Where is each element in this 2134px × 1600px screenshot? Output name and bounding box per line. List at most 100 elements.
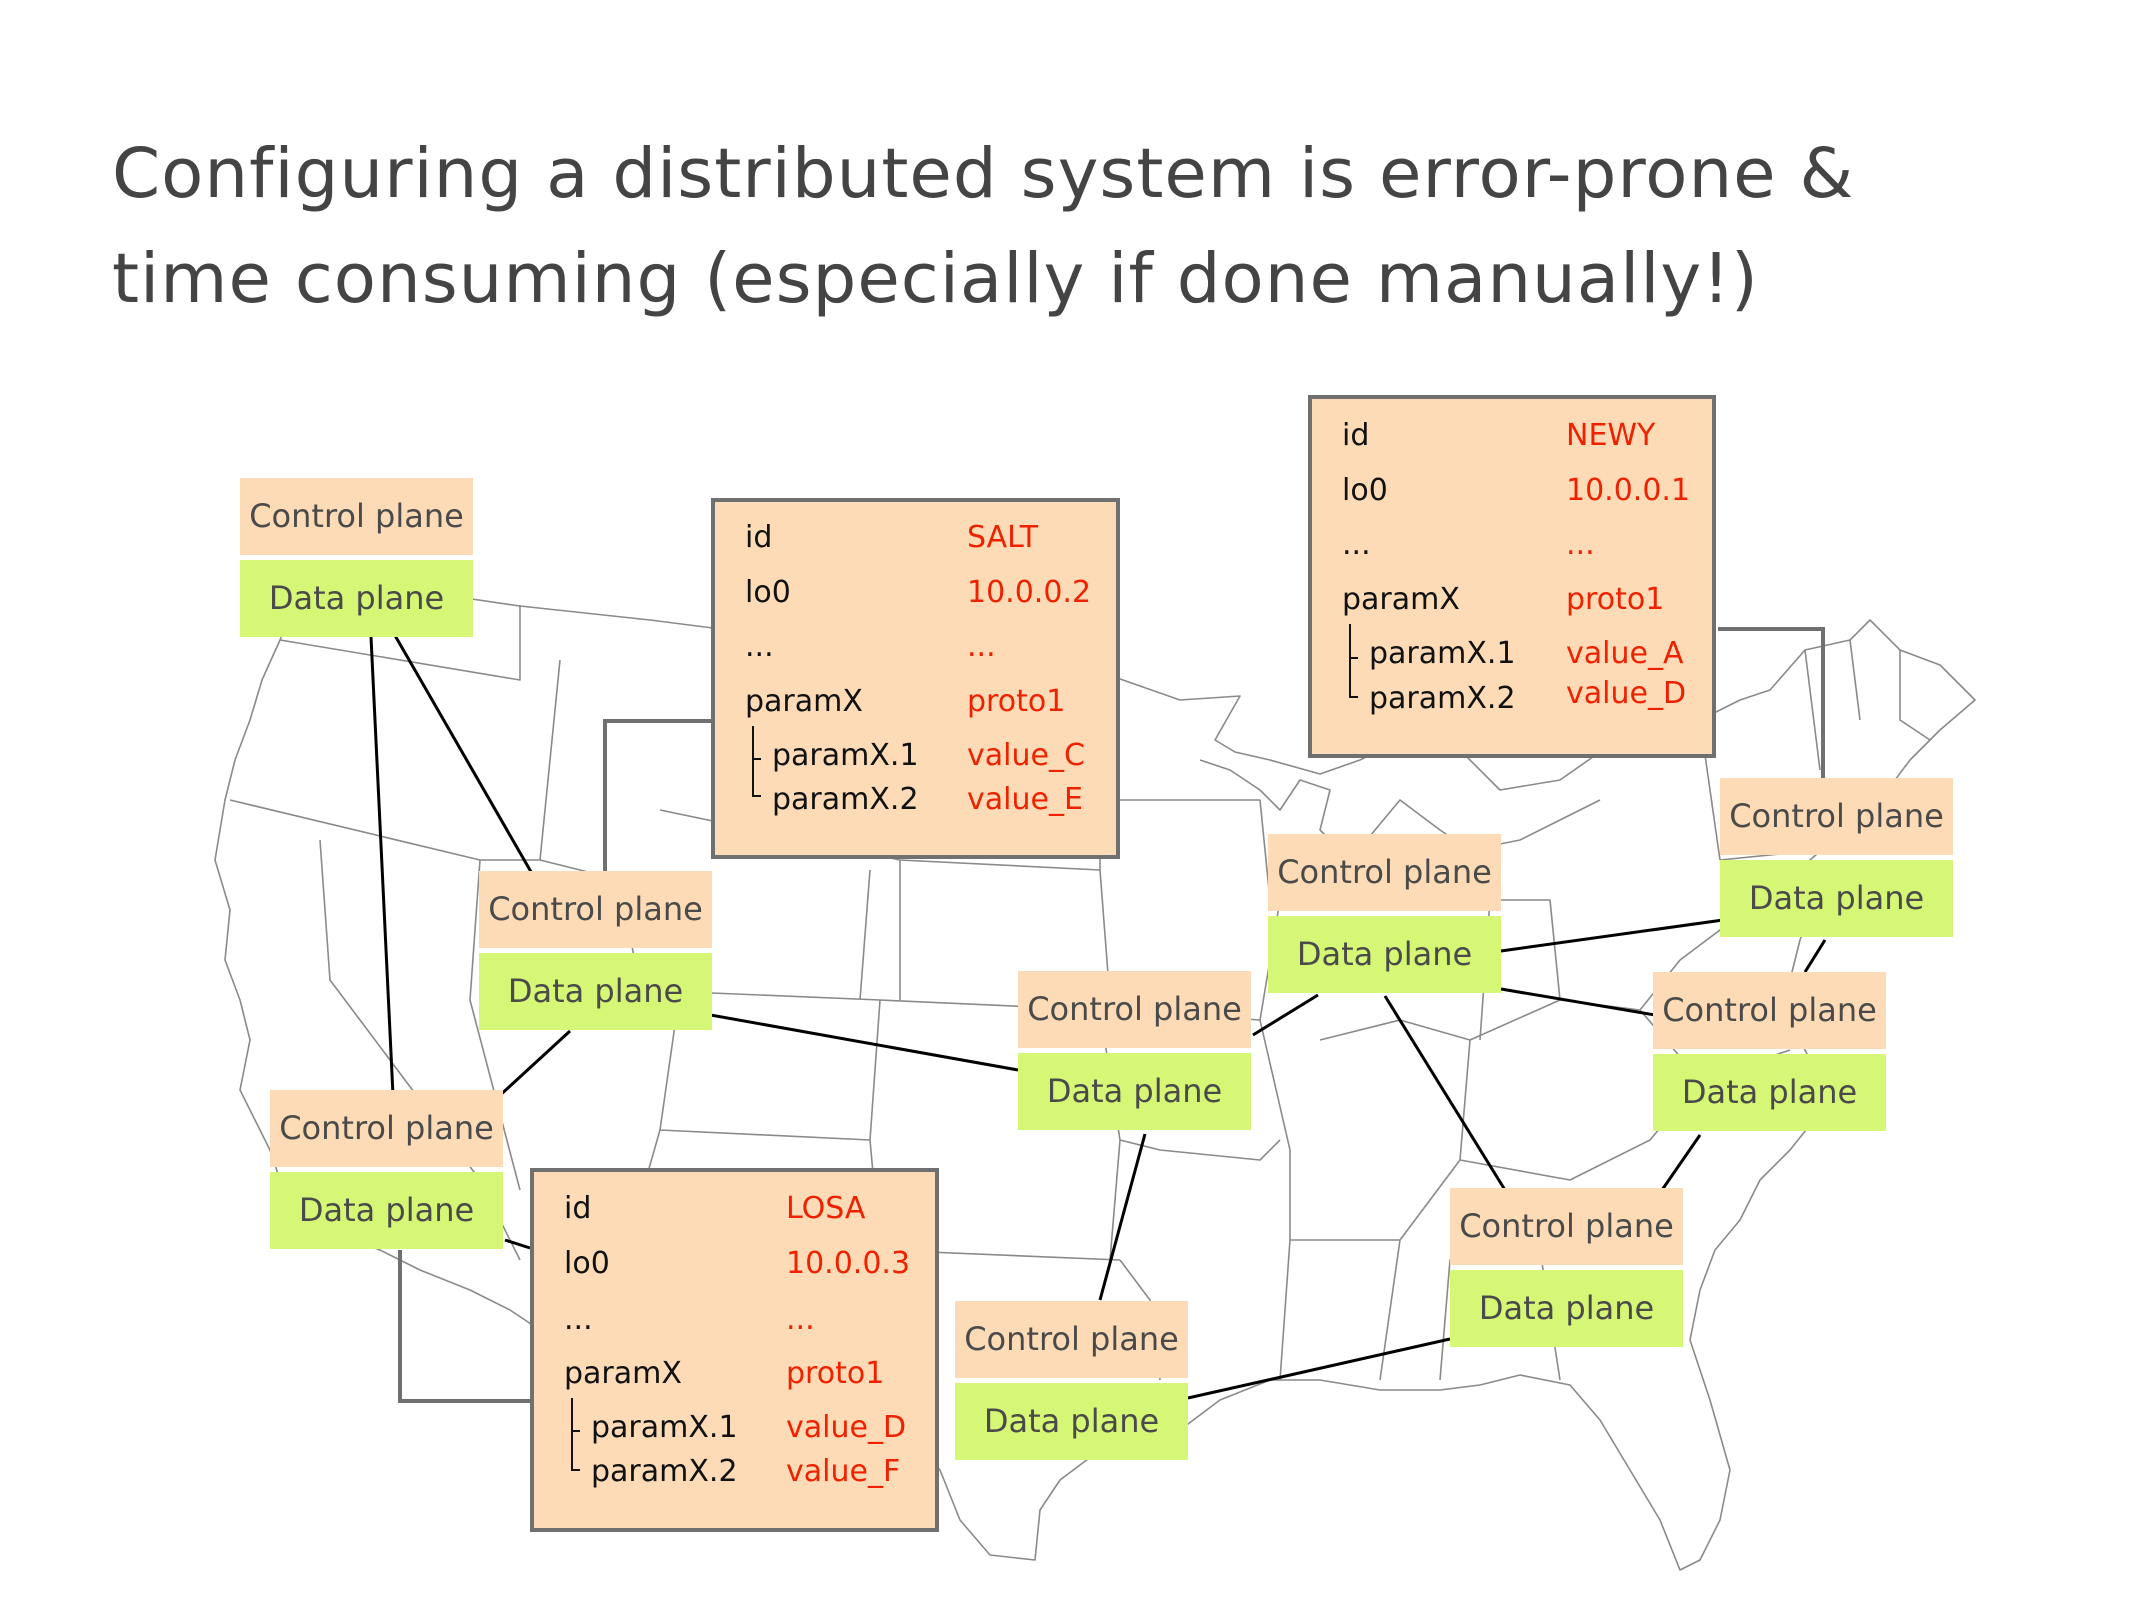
network-links [369, 631, 1827, 1400]
control-plane-box: Control plane [240, 478, 473, 555]
router-node-seattle: Control plane Data plane [240, 478, 473, 637]
link-washington-atlanta [1660, 1134, 1702, 1191]
control-plane-box: Control plane [1653, 972, 1886, 1049]
config-value: proto1 [1566, 582, 1665, 617]
config-tree-tick [1349, 696, 1358, 698]
config-key: paramX.2 [591, 1454, 738, 1489]
config-row-paramx-1: paramX.1 value_C [715, 736, 1116, 776]
config-box-salt: id SALT lo0 10.0.0.2 ... ... paramX prot… [711, 498, 1120, 859]
config-key: ... [745, 629, 774, 664]
router-node-kansas-city: Control plane Data plane [1018, 971, 1251, 1130]
config-value: value_E [967, 782, 1083, 817]
control-plane-box: Control plane [1018, 971, 1251, 1048]
link-salt-sunnyvale [495, 1029, 572, 1100]
control-plane-box: Control plane [270, 1090, 503, 1167]
config-connectors [398, 627, 1825, 1403]
newy-config-connector [1718, 627, 1825, 780]
router-node-atlanta: Control plane Data plane [1450, 1188, 1683, 1347]
config-key: id [745, 520, 773, 555]
config-box-losa: id LOSA lo0 10.0.0.3 ... ... paramX prot… [530, 1168, 939, 1532]
config-key: paramX.1 [772, 738, 919, 773]
slide-title-line-2: time consuming (especially if done manua… [112, 239, 1759, 319]
config-key: id [564, 1191, 592, 1226]
data-plane-box: Data plane [1720, 860, 1953, 937]
link-seattle-losa [369, 636, 395, 1096]
config-value: value_A [1566, 636, 1684, 671]
config-key: paramX [745, 684, 863, 719]
map-us-border [214, 579, 1976, 1571]
link-kansas-chicago [1252, 993, 1319, 1037]
map-northeast-lines [1699, 639, 1931, 861]
link-salt-kansas [704, 1012, 1019, 1072]
config-row-paramx-1: paramX.1 value_A [1312, 634, 1712, 674]
config-value: ... [786, 1302, 815, 1337]
config-row-paramx: paramX proto1 [1312, 580, 1712, 620]
router-node-houston: Control plane Data plane [955, 1301, 1188, 1460]
config-value: proto1 [967, 684, 1066, 719]
data-plane-box: Data plane [1450, 1270, 1683, 1347]
router-node-salt: Control plane Data plane [479, 871, 712, 1030]
config-row-paramx-1: paramX.1 value_D [534, 1408, 935, 1448]
config-row-ellipsis: ... ... [1312, 525, 1712, 565]
link-chicago-washington [1500, 987, 1656, 1017]
config-value: proto1 [786, 1356, 885, 1391]
slide-title-line-1: Configuring a distributed system is erro… [112, 134, 1855, 214]
control-plane-box: Control plane [1720, 778, 1953, 855]
config-value: value_C [967, 738, 1085, 773]
config-row-ellipsis: ... ... [715, 627, 1116, 667]
config-value: value_D [786, 1410, 907, 1445]
control-plane-box: Control plane [955, 1301, 1188, 1378]
config-key: lo0 [564, 1246, 610, 1281]
config-row-id: id LOSA [534, 1189, 935, 1229]
config-key: paramX.1 [1369, 636, 1516, 671]
config-row-lo0: lo0 10.0.0.2 [715, 573, 1116, 613]
router-node-washington: Control plane Data plane [1653, 972, 1886, 1131]
config-tree-tick [571, 1430, 580, 1432]
config-value: ... [967, 629, 996, 664]
config-tree-connector [571, 1398, 573, 1470]
link-newy-washington [1803, 939, 1827, 973]
config-value: 10.0.0.3 [786, 1246, 911, 1281]
config-key: paramX [564, 1356, 682, 1391]
link-chicago-newy [1500, 918, 1724, 953]
config-key: paramX.2 [772, 782, 919, 817]
control-plane-box: Control plane [1450, 1188, 1683, 1265]
config-row-paramx-2: paramX.2 value_D [1312, 674, 1712, 716]
config-value: value_D [1566, 676, 1687, 711]
config-value: NEWY [1566, 418, 1656, 453]
data-plane-box: Data plane [479, 953, 712, 1030]
control-plane-box: Control plane [479, 871, 712, 948]
config-key: paramX.2 [1369, 681, 1516, 716]
config-value: value_F [786, 1454, 901, 1489]
config-key: paramX [1342, 582, 1460, 617]
data-plane-box: Data plane [270, 1172, 503, 1249]
link-houston-atlanta [1187, 1337, 1451, 1400]
config-key: ... [564, 1302, 593, 1337]
config-value: ... [1566, 527, 1595, 562]
slide-title: Configuring a distributed system is erro… [112, 122, 2062, 332]
router-node-new-york: Control plane Data plane [1720, 778, 1953, 937]
config-row-paramx: paramX proto1 [715, 682, 1116, 722]
config-row-id: id SALT [715, 518, 1116, 558]
config-row-id: id NEWY [1312, 416, 1712, 456]
control-plane-box: Control plane [1268, 834, 1501, 911]
router-node-sunnyvale: Control plane Data plane [270, 1090, 503, 1249]
config-tree-tick [752, 758, 761, 760]
config-row-lo0: lo0 10.0.0.1 [1312, 471, 1712, 511]
config-key: ... [1342, 527, 1371, 562]
config-tree-tick [571, 1469, 580, 1471]
link-sunnyvale-losa [504, 1238, 531, 1250]
config-box-newy: id NEWY lo0 10.0.0.1 ... ... paramX prot… [1308, 395, 1716, 758]
config-value: 10.0.0.2 [967, 575, 1092, 610]
link-chicago-atlanta [1383, 995, 1507, 1191]
config-key: lo0 [745, 575, 791, 610]
data-plane-box: Data plane [1268, 916, 1501, 993]
data-plane-box: Data plane [1653, 1054, 1886, 1131]
config-tree-connector [752, 726, 754, 796]
config-tree-connector [1349, 624, 1351, 697]
data-plane-box: Data plane [1018, 1053, 1251, 1130]
link-seattle-salt [391, 631, 536, 878]
salt-config-connector [603, 719, 713, 872]
data-plane-box: Data plane [240, 560, 473, 637]
data-plane-box: Data plane [955, 1383, 1188, 1460]
